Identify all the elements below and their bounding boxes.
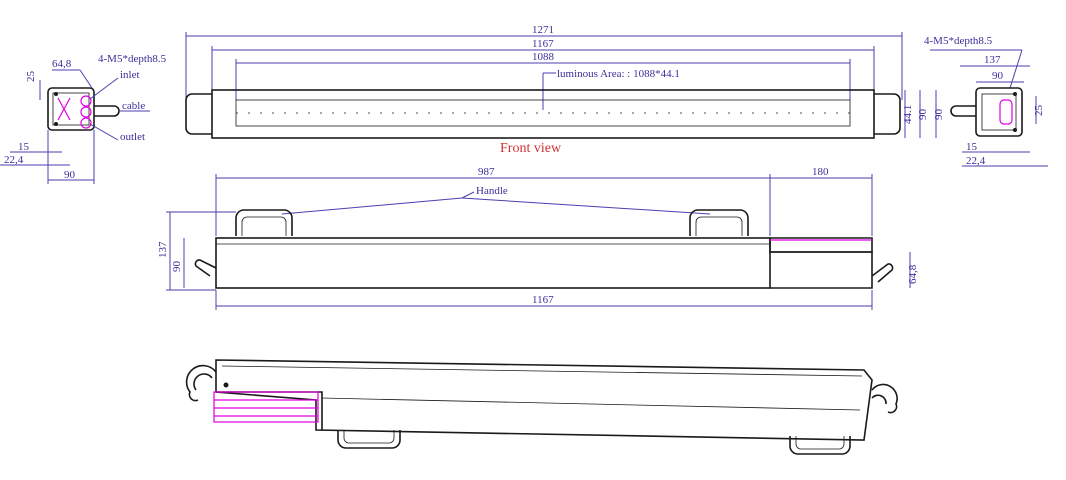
top-left-tube [194,259,217,277]
top-right-tube [871,263,894,283]
inlet-port [80,95,92,107]
cable-stub [94,105,120,117]
front-body [211,89,875,139]
top-right-handle [689,209,749,236]
top-dim-90: 90 [171,261,183,273]
right-thread-note: 4-M5*depth8.5 [924,35,993,47]
left-end-inner [52,92,90,126]
top-lower [770,251,873,289]
iso-left-handle [337,430,401,449]
left-end-housing [47,87,95,131]
dim-15: 15 [18,141,30,153]
top-left-handle [235,209,293,236]
top-view: 987 180 Handle 137 90 64,8 1167 [157,166,919,310]
right-end-highlight [999,99,1013,125]
left-end-highlight [57,97,71,121]
iso-body [215,359,873,441]
isometric-view [185,359,898,455]
luminous-area-note: luminous Area: : 1088*44.1 [557,68,680,80]
front-right-handle [874,93,901,135]
right-end-inner [981,93,1017,131]
dim-64-8: 64,8 [52,58,72,70]
iso-right-handle [789,436,851,455]
left-end-view: 64,8 4-M5*depth8.5 inlet cable outlet 25… [0,53,167,184]
iso-highlight-block [213,391,319,423]
thread-note: 4-M5*depth8.5 [98,53,167,65]
right-dim-137: 137 [984,54,1001,66]
right-end-view: 4-M5*depth8.5 137 90 25 15 22,4 [924,35,1048,167]
cable-port [80,106,92,118]
cable-label: cable [122,100,145,112]
front-view: 1271 1167 1088 luminous Area: : 1088*44.… [185,24,945,156]
outlet-label: outlet [120,131,145,143]
inlet-label: inlet [120,69,140,81]
front-view-title: Front view [500,141,562,156]
dim-25: 25 [25,71,37,83]
iso-right-tube [871,383,898,414]
dim-90-front-b: 90 [933,109,945,121]
dim-90: 90 [64,169,76,181]
right-dim-90: 90 [992,70,1004,82]
right-end-housing [975,87,1023,137]
dim-44-1: 44.1 [902,105,914,124]
iso-left-tube [185,364,217,402]
handle-label: Handle [476,185,508,197]
right-dim-25: 25 [1033,105,1045,117]
dim-180: 180 [812,166,829,178]
right-dim-15: 15 [966,141,978,153]
dim-22-4: 22,4 [4,154,24,166]
front-left-handle [185,93,212,135]
top-dim-137: 137 [157,241,169,258]
right-dim-22-4: 22,4 [966,155,986,167]
dim-1088: 1088 [532,51,555,63]
top-body [215,237,771,289]
top-dim-1167: 1167 [532,294,554,306]
thread-hole [54,92,58,96]
thread-hole [1013,128,1017,132]
dim-1167: 1167 [532,38,554,50]
top-dim-64-8: 64,8 [907,264,919,284]
dim-90-front-a: 90 [917,109,929,121]
right-cable-stub [950,105,976,117]
thread-hole [54,122,58,126]
outlet-port [80,117,92,129]
dim-987: 987 [478,166,495,178]
thread-hole [1013,92,1017,96]
dim-1271: 1271 [532,24,554,36]
